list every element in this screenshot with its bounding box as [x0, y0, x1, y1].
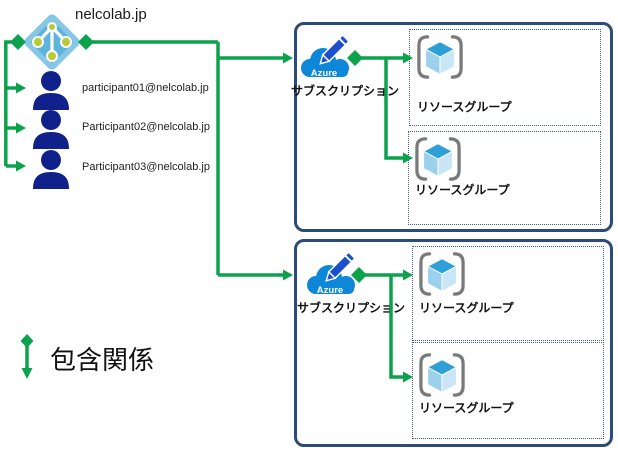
pencil-icon	[325, 252, 355, 282]
resource-group-icon	[415, 137, 461, 181]
subscription-label: サブスクリプション	[290, 84, 399, 98]
resource-group-icon	[419, 353, 465, 397]
user-email-label: Participant03@nelcolab.jp	[82, 161, 210, 173]
user-icon	[33, 71, 69, 110]
azure-logo-text: Azure	[311, 68, 337, 79]
azure-subscription-icon: Azure	[301, 35, 349, 79]
containment-arrow-icon	[20, 334, 34, 379]
user-email-label: Participant02@nelcolab.jp	[82, 121, 210, 133]
resource-group-label: リソースグループ	[419, 301, 514, 315]
pencil-icon	[319, 35, 349, 65]
resource-group-label: リソースグループ	[415, 183, 510, 197]
legend-label: 包含関係	[50, 345, 155, 375]
resource-group-label: リソースグループ	[419, 401, 514, 415]
resource-group-icon	[417, 35, 463, 79]
subscription-label: サブスクリプション	[296, 301, 405, 315]
resource-group-label: リソースグループ	[417, 100, 512, 114]
azure-logo-text: Azure	[317, 285, 343, 296]
azure-ad-tenant-icon	[24, 14, 80, 70]
azure-subscription-icon: Azure	[307, 252, 355, 296]
user-icon	[33, 150, 69, 189]
user-email-label: participant01@nelcolab.jp	[82, 82, 209, 94]
resource-group-box	[412, 246, 604, 341]
tenant-domain-label: nelcolab.jp	[75, 6, 147, 23]
user-icon	[33, 110, 69, 149]
resource-group-icon	[419, 252, 465, 296]
